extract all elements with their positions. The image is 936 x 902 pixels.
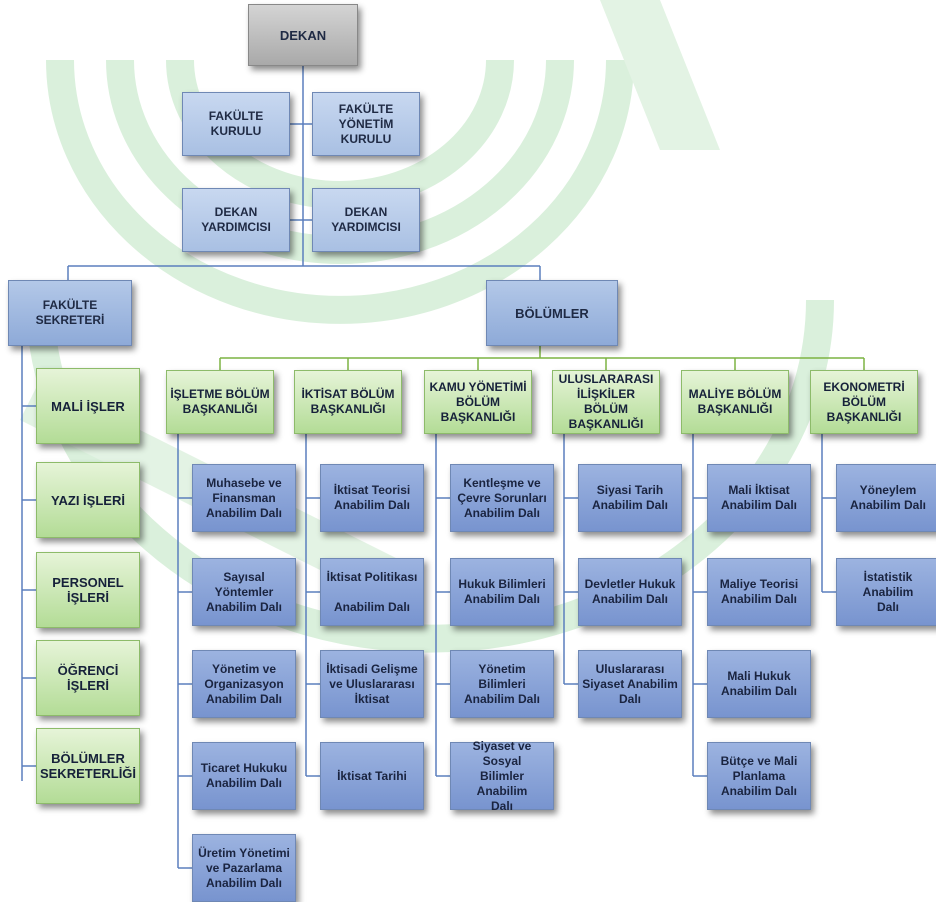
department-box: İŞLETME BÖLÜM BAŞKANLIĞI bbox=[166, 370, 274, 434]
division-box: Uluslararası Siyaset Anabilim Dalı bbox=[578, 650, 682, 718]
department-box: EKONOMETRİ BÖLÜM BAŞKANLIĞI bbox=[810, 370, 918, 434]
division-box: Bütçe ve Mali Planlama Anabilim Dalı bbox=[707, 742, 811, 810]
division-box: Kentleşme ve Çevre Sorunları Anabilim Da… bbox=[450, 464, 554, 532]
dean-box: DEKAN bbox=[248, 4, 358, 66]
division-box: Siyaset ve Sosyal Bilimler Anabilim Dalı bbox=[450, 739, 554, 813]
faculty-board-box: FAKÜLTE KURULU bbox=[182, 92, 290, 156]
division-box: Mali İktisat Anabilim Dalı bbox=[707, 464, 811, 532]
division-box: İstatistik Anabilim Dalı bbox=[836, 558, 936, 626]
division-box: İktisat Politikası Anabilim Dalı bbox=[320, 558, 424, 626]
faculty-secretary-box: FAKÜLTE SEKRETERİ bbox=[8, 280, 132, 346]
division-box: Ticaret Hukuku Anabilim Dalı bbox=[192, 742, 296, 810]
division-box: Üretim Yönetimi ve Pazarlama Anabilim Da… bbox=[192, 834, 296, 902]
faculty-executive-board-box: FAKÜLTE YÖNETİM KURULU bbox=[312, 92, 420, 156]
department-box: MALİYE BÖLÜM BAŞKANLIĞI bbox=[681, 370, 789, 434]
division-box: Yönetim Bilimleri Anabilim Dalı bbox=[450, 650, 554, 718]
division-box: Yöneylem Anabilim Dalı bbox=[836, 464, 936, 532]
department-box: İKTİSAT BÖLÜM BAŞKANLIĞI bbox=[294, 370, 402, 434]
division-box: İktisat Tarihi bbox=[320, 742, 424, 810]
department-box: ULUSLARARASI İLİŞKİLER BÖLÜM BAŞKANLIĞI bbox=[552, 370, 660, 434]
division-box: Maliye Teorisi Anabilim Dalı bbox=[707, 558, 811, 626]
division-box: Devletler Hukuk Anabilim Dalı bbox=[578, 558, 682, 626]
division-box: Yönetim ve Organizasyon Anabilim Dalı bbox=[192, 650, 296, 718]
division-box: Hukuk Bilimleri Anabilim Dalı bbox=[450, 558, 554, 626]
secretary-unit-box: YAZI İŞLERİ bbox=[36, 462, 140, 538]
division-box: Mali Hukuk Anabilim Dalı bbox=[707, 650, 811, 718]
division-box: Sayısal Yöntemler Anabilim Dalı bbox=[192, 558, 296, 626]
secretary-unit-box: ÖĞRENCİ İŞLERİ bbox=[36, 640, 140, 716]
division-box: İktisadi Gelişme ve Uluslararası İktisat bbox=[320, 650, 424, 718]
division-box: Siyasi Tarih Anabilim Dalı bbox=[578, 464, 682, 532]
division-box: İktisat Teorisi Anabilim Dalı bbox=[320, 464, 424, 532]
secretary-unit-box: BÖLÜMLER SEKRETERLİĞİ bbox=[36, 728, 140, 804]
secretary-unit-box: MALİ İŞLER bbox=[36, 368, 140, 444]
department-box: KAMU YÖNETİMİ BÖLÜM BAŞKANLIĞI bbox=[424, 370, 532, 434]
departments-box: BÖLÜMLER bbox=[486, 280, 618, 346]
vice-dean-box-1: DEKAN YARDIMCISI bbox=[182, 188, 290, 252]
secretary-unit-box: PERSONEL İŞLERİ bbox=[36, 552, 140, 628]
division-box: Muhasebe ve Finansman Anabilim Dalı bbox=[192, 464, 296, 532]
vice-dean-box-2: DEKAN YARDIMCISI bbox=[312, 188, 420, 252]
